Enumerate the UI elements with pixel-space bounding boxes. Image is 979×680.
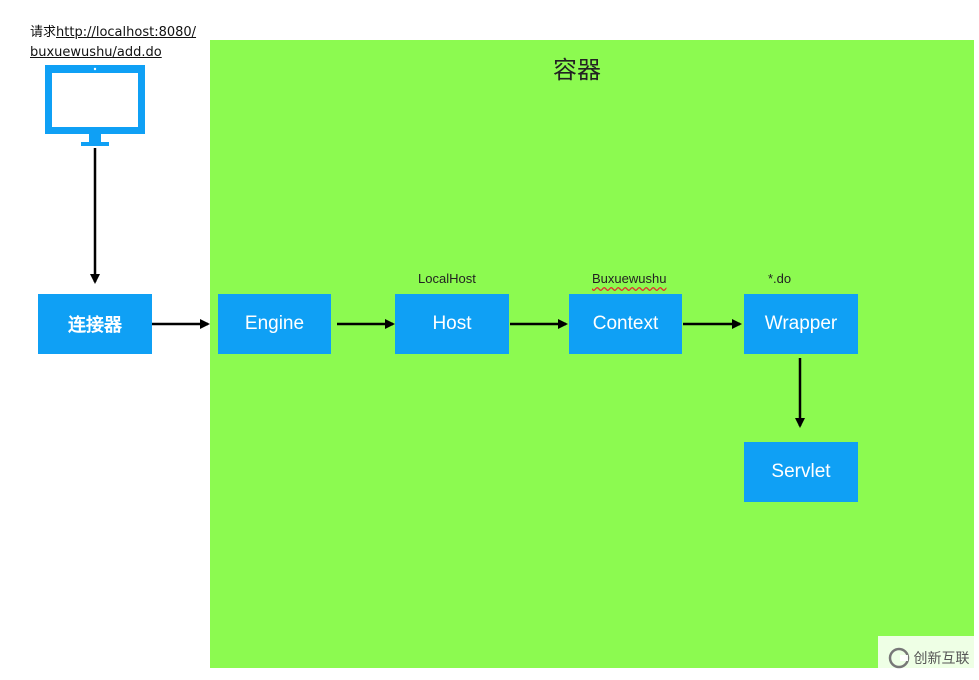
engine-node: Engine (218, 294, 331, 354)
host-label: LocalHost (418, 271, 476, 286)
container-area (210, 40, 974, 668)
watermark: 创新互联 (878, 636, 979, 680)
wrapper-node: Wrapper (744, 294, 858, 354)
request-prefix: 请求 (30, 25, 57, 40)
request-url-line1[interactable]: http://localhost:8080/ (56, 25, 197, 40)
request-url-line2[interactable]: buxuewushu/add.do (30, 45, 162, 60)
context-label: Buxuewushu (592, 271, 667, 286)
host-node: Host (395, 294, 509, 354)
request-url-text: 请求http://localhost:8080/ buxuewushu/add.… (30, 23, 196, 63)
watermark-logo-icon (888, 647, 909, 669)
context-node: Context (569, 294, 682, 354)
watermark-text: 创新互联 (913, 651, 970, 667)
monitor-icon (44, 64, 146, 148)
servlet-node: Servlet (744, 442, 858, 502)
container-title: 容器 (553, 56, 601, 84)
connector-node: 连接器 (38, 294, 152, 354)
wrapper-label: *.do (768, 271, 792, 286)
